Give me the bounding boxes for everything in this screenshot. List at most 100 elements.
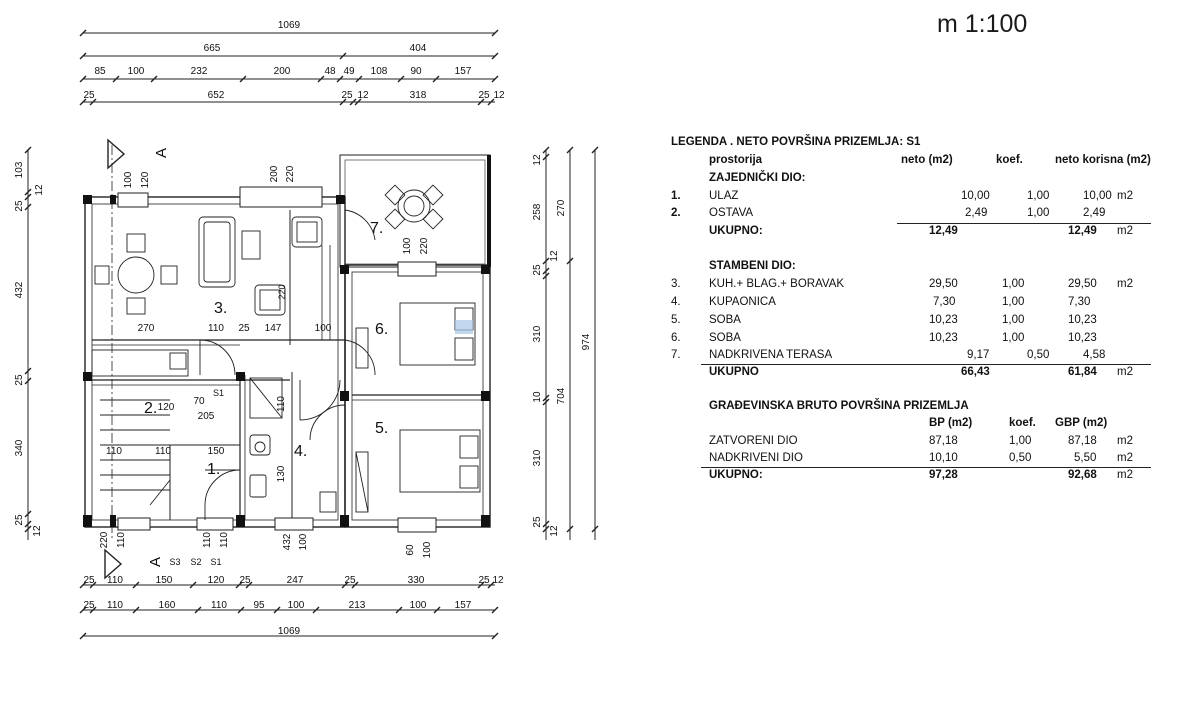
coef-value: 1,00 [1002,314,1025,326]
wall-posts [83,155,491,527]
dim-label: 665 [204,43,221,54]
dim-label: 12 [549,525,560,537]
dim-label: 12 [357,90,369,101]
dim-label: 25 [239,575,251,586]
room-no: 1. [671,190,681,202]
net-value: 2,49 [965,207,988,219]
legend-row: 5. SOBA 10,23 1,00 10,23 [671,314,1151,330]
room-6-bed-highlight [455,320,473,334]
dim-label: 157 [455,66,472,77]
dim-label: 25 [532,264,543,276]
legend-row: 3. KUH.+ BLAG.+ BORAVAK 29,50 1,00 29,50… [671,278,1151,294]
room-no: 4. [671,296,681,308]
room-no: 3. [671,278,681,290]
dim-label: 220 [99,531,110,548]
dim-label: 150 [208,446,225,457]
dim-label: 25 [83,90,95,101]
room-number: 2. [144,400,157,417]
usable-value: 7,30 [1068,296,1091,308]
dimension-labels-left: 103 12 25 432 25 340 25 12 [14,161,45,536]
stair-labels-bottom: S3 S2 S1 [169,557,221,567]
gbp-value: 87,18 [1068,435,1097,447]
dim-label: 130 [276,465,287,482]
dim-label: 110 [219,532,230,548]
dim-label: 220 [419,237,430,254]
dim-label: 318 [410,90,427,101]
furniture [91,184,481,513]
dimension-labels-bottom: 25 110 150 120 25 247 25 330 25 12 25 11… [83,575,504,637]
drawing-scale: m 1:100 [937,10,1028,38]
stair-label: S1 [213,388,224,398]
dim-label: 70 [193,396,205,407]
divider [701,364,1151,365]
room-number: 6. [375,321,388,338]
dim-label: 110 [276,396,287,412]
bp-value: 87,18 [929,435,958,447]
dim-label: 652 [208,90,225,101]
dim-label: 340 [14,439,25,456]
coef-value: 1,00 [1002,332,1025,344]
dim-label: 247 [287,575,304,586]
dim-label: 213 [349,600,366,611]
dim-label: 1069 [278,20,301,31]
dim-label: 25 [532,516,543,528]
room-number: 1. [207,461,220,478]
dim-label: 108 [371,66,388,77]
dim-label: 110 [208,323,224,334]
dim-label: 120 [140,171,151,188]
dim-label: 25 [238,323,250,334]
dimension-labels-top: 1069 665 404 85 100 232 200 48 49 108 90… [83,20,505,101]
net-value: 10,23 [929,332,958,344]
legend-row: 1. ULAZ 10,00 1,00 10,00 m2 [671,190,1151,206]
dim-label: 330 [408,575,425,586]
total-usable: 61,84 [1068,366,1097,378]
room-name: ULAZ [709,190,739,202]
dim-label: 110 [107,575,123,586]
dim-label: 270 [556,199,567,216]
dim-label: 310 [532,325,543,342]
total-usable: 12,49 [1068,225,1097,237]
floor-plan: 1069 665 404 85 100 232 200 48 49 108 90… [14,20,599,640]
dim-label: 110 [106,446,122,457]
dim-label: 90 [410,66,422,77]
dim-label: 25 [83,575,95,586]
dim-label: 10 [532,391,543,403]
dim-label: 270 [138,323,155,334]
dim-label: 100 [402,237,413,254]
windows [117,186,437,533]
room-name: SOBA [709,314,741,326]
interior-dimensions: 100 120 200 220 100 220 270 110 25 147 1… [99,165,433,558]
room-no: 6. [671,332,681,344]
dim-label: 220 [277,284,287,299]
dimension-lines-bottom [79,581,499,640]
dim-label: 432 [282,533,293,550]
total-net: 66,43 [961,366,990,378]
dim-label: 232 [191,66,208,77]
col-coef-header: koef. [1009,417,1036,429]
dim-label: 25 [14,514,25,526]
net-value: 10,23 [929,314,958,326]
legend-row: 7. NADKRIVENA TERASA 9,17 0,50 4,58 [671,349,1151,365]
section-marker-top: A [107,138,170,540]
total-gbp: 92,68 [1068,469,1097,481]
total-label: UKUPNO: [709,469,763,481]
stair-label: S3 [169,557,180,567]
dim-label: 704 [556,387,567,404]
dim-label: 100 [288,600,305,611]
dim-label: 12 [493,90,505,101]
gbp-value: 5,50 [1074,452,1097,464]
dim-label: 110 [116,532,127,548]
dim-label: 110 [202,532,213,548]
dim-label: 110 [107,600,123,611]
room-name: KUH.+ BLAG.+ BORAVAK [709,278,845,290]
dim-label: 110 [211,600,227,611]
dim-label: 150 [156,575,173,586]
gross-title: GRAĐEVINSKA BRUTO POVRŠINA PRIZEMLJA [709,400,969,412]
stair-label: S1 [210,557,221,567]
section-heading-row: STAMBENI DIO: [671,260,1151,276]
dim-label: 404 [410,43,427,54]
coef-value: 1,00 [1027,190,1050,202]
room-name: KUPAONICA [709,296,776,308]
legend-row: 2. OSTAVA 2,49 1,00 2,49 [671,207,1151,223]
unit: m2 [1117,190,1133,202]
